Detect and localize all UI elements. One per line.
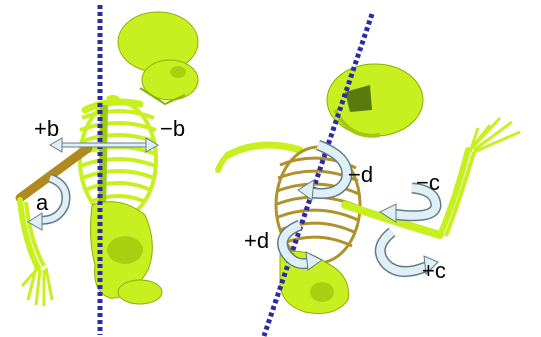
label-minus-d: −d [348,162,373,187]
left-skeleton [20,12,198,306]
label-minus-b: −b [160,116,185,141]
left-humerus [20,148,88,198]
left-skull [118,12,198,104]
label-plus-c: +c [422,258,446,283]
right-skeleton [218,64,520,314]
label-plus-d: +d [244,228,269,253]
plus-d-rotation-arrow [283,225,322,270]
right-left-arm [228,145,300,155]
left-ribcage [80,102,156,218]
left-hand [22,268,52,306]
label-a: a [36,190,49,215]
label-plus-b: +b [34,116,59,141]
label-minus-c: −c [416,170,440,195]
